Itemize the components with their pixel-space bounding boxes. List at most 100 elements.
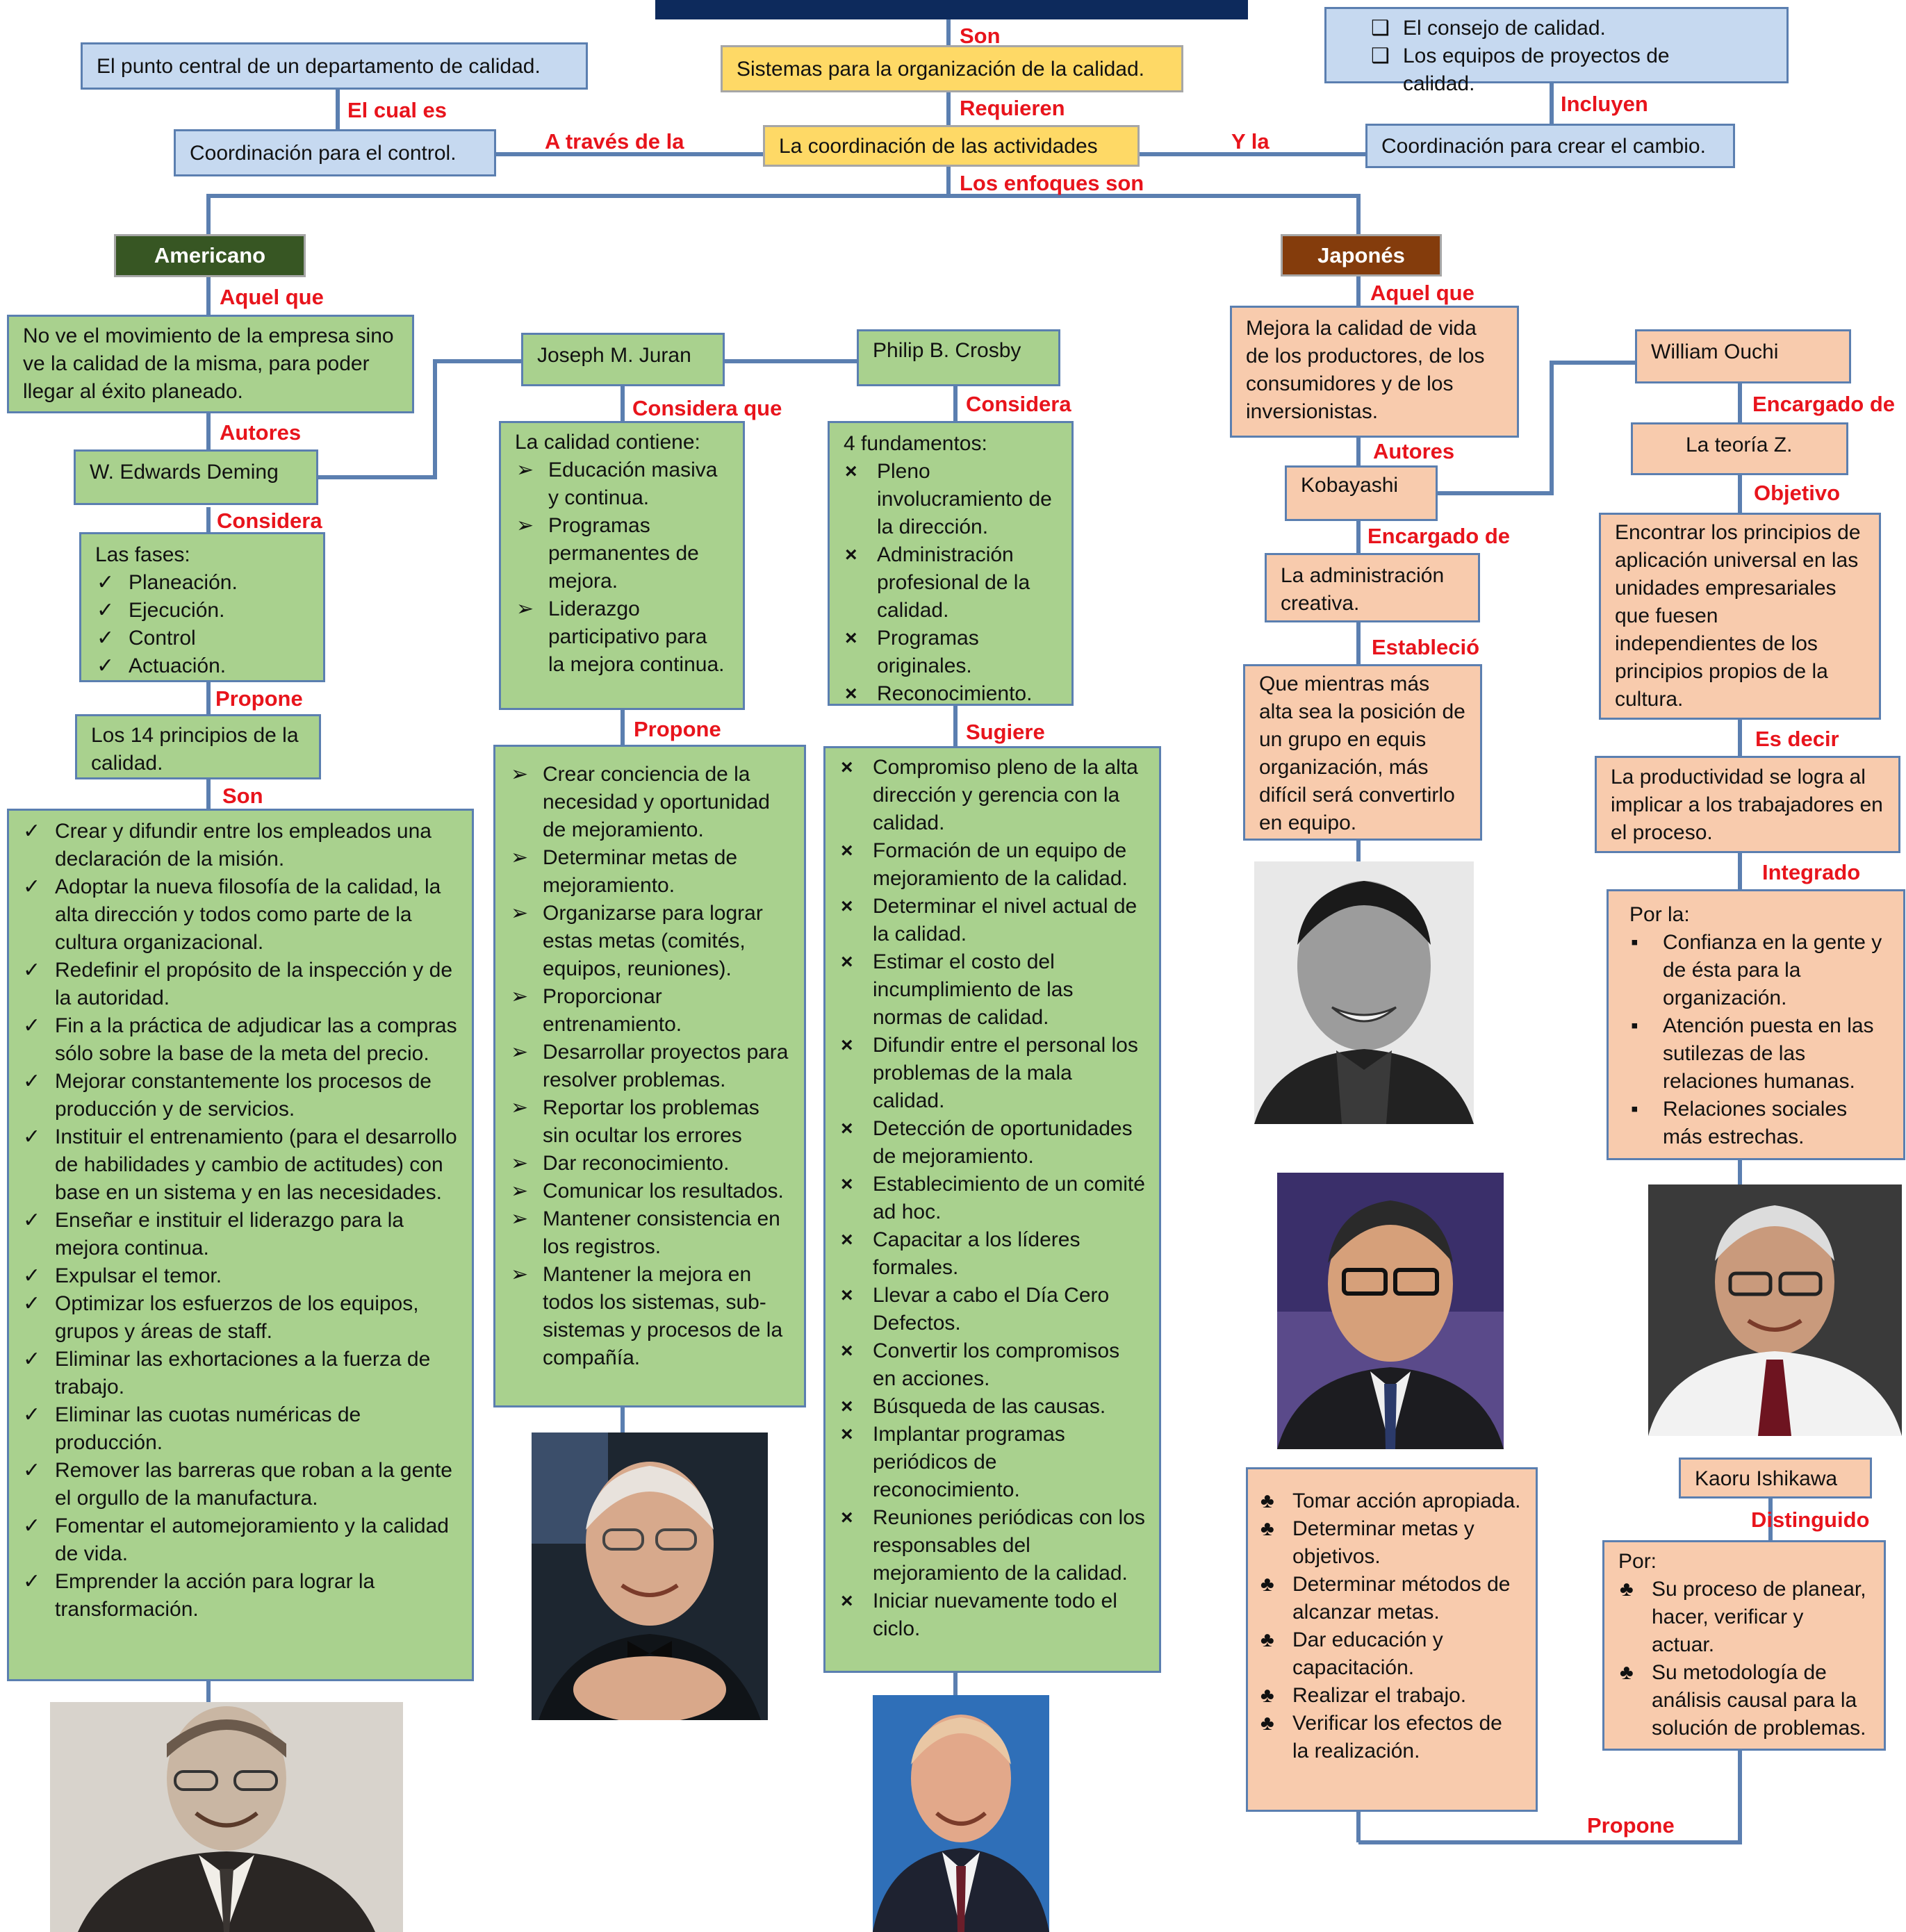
juran-calidad-item: Liderazgo participativo para la mejora c… <box>514 595 729 679</box>
ouchi-name-box: William Ouchi <box>1635 329 1851 383</box>
juran-propone-item: Comunicar los resultados. <box>508 1178 790 1205</box>
crosby-sugiere-item: Compromiso pleno de la alta dirección y … <box>838 754 1145 837</box>
americano-header: Americano <box>114 234 306 277</box>
label-requieren: Requieren <box>960 96 1065 120</box>
label-propone-bottom: Propone <box>1587 1813 1675 1838</box>
deming-name-box: W. Edwards Deming <box>74 449 318 505</box>
deming-principio-item: Remover las barreras que roban a la gent… <box>20 1457 458 1512</box>
label-incluyen: Incluyen <box>1561 92 1648 116</box>
label-autores-jp: Autores <box>1373 439 1455 463</box>
ishikawa-propone-item: Tomar acción apropiada. <box>1258 1487 1522 1515</box>
sistemas-detalle-box: El consejo de calidad. Los equipos de pr… <box>1324 7 1789 95</box>
deming-principio-item: Optimizar los esfuerzos de los equipos, … <box>20 1290 458 1346</box>
deming-principio-item: Eliminar las exhortaciones a la fuerza d… <box>20 1346 458 1401</box>
equipos-proyectos: Los equipos de proyectos de calidad. <box>1368 42 1745 98</box>
kobayashi-name-box: Kobayashi <box>1285 465 1438 521</box>
juran-name-box: Joseph M. Juran <box>521 333 725 386</box>
label-encargado-ouchi: Encargado de <box>1752 392 1895 416</box>
crosby-sugiere-item: Difundir entre el personal los problemas… <box>838 1032 1145 1115</box>
label-y-la: Y la <box>1231 129 1270 154</box>
coord-cambio-box: Coordinación para crear el cambio. <box>1365 124 1735 168</box>
deming-principio-item: Instituir el entrenamiento (para el desa… <box>20 1123 458 1207</box>
label-enfoques: Los enfoques son <box>960 171 1144 195</box>
deming-principio-item: Expulsar el temor. <box>20 1262 458 1290</box>
crosby-sugiere-box: Compromiso pleno de la alta dirección y … <box>823 746 1161 1673</box>
crosby-sugiere-item: Formación de un equipo de mejoramiento d… <box>838 837 1145 893</box>
deming-principio-item: Crear y difundir entre los empleados una… <box>20 818 458 873</box>
juran-propone-item: Crear conciencia de la necesidad y oport… <box>508 761 790 844</box>
ishikawa-name-box: Kaoru Ishikawa <box>1679 1458 1872 1498</box>
ishikawa-distinguido-box: Por: Su proceso de planear, hacer, verif… <box>1602 1540 1886 1751</box>
ouchi-integrado-title: Por la: <box>1629 903 1690 926</box>
label-autores-am: Autores <box>220 420 302 445</box>
deming-fases-box: Las fases: Planeación. Ejecución. Contro… <box>79 532 325 682</box>
deming-principio-item: Redefinir el propósito de la inspección … <box>20 957 458 1012</box>
americano-desc-box: No ve el movimiento de la empresa sino v… <box>7 315 414 413</box>
fase-item: Planeación. <box>94 569 309 597</box>
label-distinguido: Distinguido <box>1751 1508 1870 1532</box>
deming-principios-title-box: Los 14 principios de la calidad. <box>75 714 321 779</box>
coord-control-box: Coordinación para el control. <box>174 129 496 176</box>
label-el-cual-es: El cual es <box>347 98 447 122</box>
juran-propone-item: Proporcionar entrenamiento. <box>508 983 790 1039</box>
ishikawa-distinguido-item: Su metodología de análisis causal para l… <box>1617 1659 1870 1742</box>
juran-propone-item: Mantener consistencia en los registros. <box>508 1205 790 1261</box>
crosby-fund-title: 4 fundamentos: <box>844 432 987 455</box>
juran-propone-item: Desarrollar proyectos para resolver prob… <box>508 1039 790 1094</box>
crosby-sugiere-item: Reuniones periódicas con los responsable… <box>838 1504 1145 1587</box>
crosby-sugiere-item: Llevar a cabo el Día Cero Defectos. <box>838 1282 1145 1337</box>
ishikawa-propone-box: Tomar acción apropiada.Determinar metas … <box>1246 1467 1538 1812</box>
juran-propone-item: Organizarse para lograr estas metas (com… <box>508 900 790 983</box>
crosby-sugiere-item: Iniciar nuevamente todo el ciclo. <box>838 1587 1145 1643</box>
ouchi-integrado-item: Confianza en la gente y de ésta para la … <box>1628 929 1889 1012</box>
crosby-fund-item: Administración profesional de la calidad… <box>842 541 1058 625</box>
crosby-photo <box>873 1695 1049 1932</box>
deming-principio-item: Enseñar e instituir el liderazgo para la… <box>20 1207 458 1262</box>
crosby-sugiere-item: Estimar el costo del incumplimiento de l… <box>838 948 1145 1032</box>
ouchi-teoria-box: La teoría Z. <box>1631 422 1848 475</box>
juran-calidad-item: Educación masiva y continua. <box>514 456 729 512</box>
label-aquel-que-jp: Aquel que <box>1370 281 1474 305</box>
consejo-calidad: El consejo de calidad. <box>1368 15 1745 42</box>
label-propone-juran: Propone <box>634 717 721 741</box>
deming-principio-item: Eliminar las cuotas numéricas de producc… <box>20 1401 458 1457</box>
label-son-top: Son <box>960 24 1001 48</box>
juran-calidad-item: Programas permanentes de mejora. <box>514 512 729 595</box>
ouchi-es-decir-box: La productividad se logra al implicar a … <box>1595 756 1900 853</box>
fase-item: Actuación. <box>94 652 309 680</box>
ouchi-integrado-item: Atención puesta en las sutilezas de las … <box>1628 1012 1889 1096</box>
ouchi-integrado-box: Por la: Confianza en la gente y de ésta … <box>1607 889 1905 1160</box>
ishikawa-propone-item: Realizar el trabajo. <box>1258 1682 1522 1710</box>
ishikawa-distinguido-title: Por: <box>1618 1550 1657 1573</box>
label-considera-que: Considera que <box>632 396 782 420</box>
fases-title: Las fases: <box>95 543 190 566</box>
deming-photo <box>50 1702 403 1932</box>
juran-propone-item: Determinar metas de mejoramiento. <box>508 844 790 900</box>
label-a-traves: A través de la <box>545 129 684 154</box>
label-considera-deming: Considera <box>217 509 322 533</box>
crosby-fund-item: Pleno involucramiento de la dirección. <box>842 458 1058 541</box>
label-encargado-kobayashi: Encargado de <box>1367 524 1510 548</box>
coord-actividades-box: La coordinación de las actividades <box>763 125 1140 167</box>
crosby-sugiere-item: Determinar el nivel actual de la calidad… <box>838 893 1145 948</box>
crosby-sugiere-item: Establecimiento de un comité ad hoc. <box>838 1171 1145 1226</box>
sistemas-box: Sistemas para la organización de la cali… <box>721 45 1183 92</box>
label-establecio: Estableció <box>1372 635 1480 659</box>
juran-calidad-box: La calidad contiene: Educación masiva y … <box>499 421 745 710</box>
punto-central-box: El punto central de un departamento de c… <box>81 42 588 90</box>
ishikawa-propone-item: Determinar métodos de alcanzar metas. <box>1258 1571 1522 1626</box>
label-considera-crosby: Considera <box>966 392 1071 416</box>
crosby-sugiere-item: Detección de oportunidades de mejoramien… <box>838 1115 1145 1171</box>
deming-principio-item: Fomentar el automejoramiento y la calida… <box>20 1512 458 1568</box>
crosby-fundamentos-box: 4 fundamentos: Pleno involucramiento de … <box>828 421 1074 708</box>
crosby-sugiere-item: Capacitar a los líderes formales. <box>838 1226 1145 1282</box>
deming-principio-item: Adoptar la nueva filosofía de la calidad… <box>20 873 458 957</box>
japones-desc-box: Mejora la calidad de vida de los product… <box>1230 306 1519 438</box>
ishikawa-propone-item: Determinar metas y objetivos. <box>1258 1515 1522 1571</box>
crosby-fund-item: Programas originales. <box>842 625 1058 680</box>
ishikawa-photo <box>1277 1173 1504 1449</box>
fase-item: Ejecución. <box>94 597 309 625</box>
juran-photo <box>532 1433 768 1720</box>
juran-propone-item: Dar reconocimiento. <box>508 1150 790 1178</box>
japones-header: Japonés <box>1281 234 1442 276</box>
